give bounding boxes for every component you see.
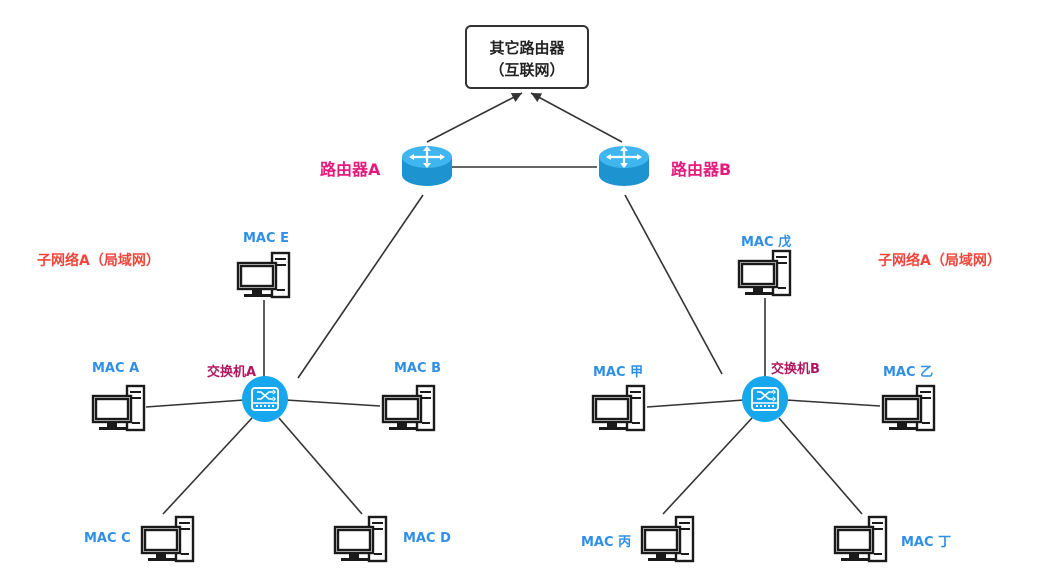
mac-e-label: MAC E — [243, 231, 289, 246]
switch-b-label: 交换机B — [771, 362, 820, 377]
computer-mac-wu-icon — [737, 249, 792, 297]
link-routerA-switchA — [297, 194, 424, 379]
switch-a-icon — [242, 376, 288, 422]
internet-title: 其它路由器 — [489, 39, 565, 57]
computer-mac-jia-icon — [591, 384, 646, 432]
computer-mac-c-icon — [140, 515, 195, 563]
link-switchB-macJia — [646, 399, 745, 408]
computer-mac-yi-icon — [881, 384, 936, 432]
router-a-icon — [402, 146, 452, 186]
switch-a-label: 交换机A — [207, 365, 257, 380]
mac-a-label: MAC A — [92, 361, 140, 376]
internet-subtitle: （互联网） — [489, 61, 565, 79]
link-routerB-switchB — [624, 194, 723, 375]
switch-b-icon — [742, 376, 788, 422]
computer-mac-e-icon — [236, 251, 291, 299]
link-switchA-macA — [145, 399, 245, 408]
mac-jia-label: MAC 甲 — [593, 365, 644, 380]
mac-wu-label: MAC 戊 — [741, 235, 792, 250]
mac-d-label: MAC D — [403, 531, 451, 546]
link-routerB-internet — [530, 92, 623, 143]
link-switchB-macBing — [662, 417, 753, 515]
computer-mac-ding-icon — [833, 515, 888, 563]
mac-ding-label: MAC 丁 — [901, 535, 952, 550]
mac-b-label: MAC B — [394, 361, 441, 376]
link-switchB-macYi — [785, 399, 881, 407]
computer-mac-bing-icon — [640, 515, 695, 563]
internet-box: 其它路由器 （互联网） — [465, 25, 589, 89]
computer-mac-d-icon — [333, 515, 388, 563]
link-switchA-macB — [285, 399, 381, 407]
link-switchA-macC — [162, 417, 253, 515]
link-routerA-internet — [426, 92, 523, 143]
link-switchB-macDing — [778, 417, 863, 515]
router-a-label: 路由器A — [320, 160, 381, 179]
link-switchA-macD — [278, 417, 363, 515]
router-b-label: 路由器B — [671, 160, 732, 179]
computer-mac-b-icon — [381, 384, 436, 432]
subnet-right-label: 子网络A（局域网） — [878, 253, 1001, 269]
mac-yi-label: MAC 乙 — [883, 365, 934, 380]
computer-mac-a-icon — [91, 384, 146, 432]
mac-c-label: MAC C — [84, 531, 131, 546]
mac-bing-label: MAC 丙 — [581, 535, 632, 550]
subnet-left-label: 子网络A（局域网） — [37, 253, 160, 269]
router-b-icon — [599, 146, 649, 186]
